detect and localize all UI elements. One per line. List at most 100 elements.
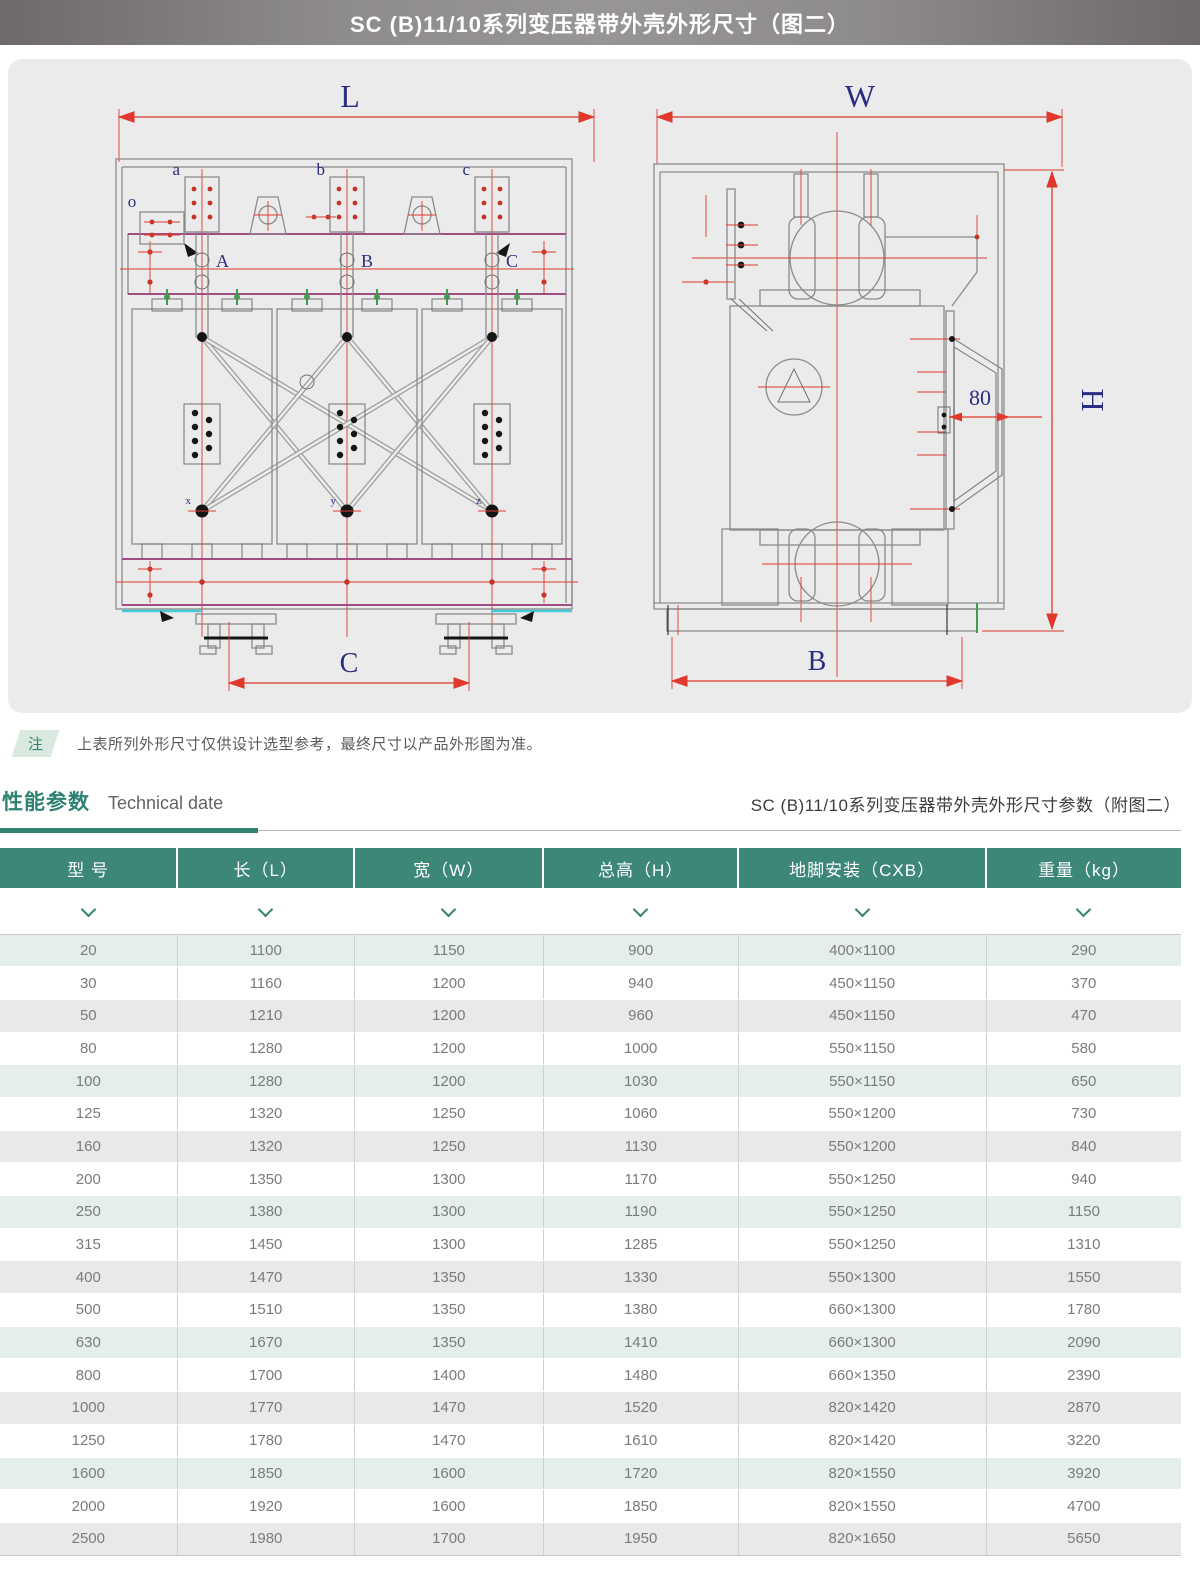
divider-line [0,830,1181,831]
label-C2: C [506,251,518,271]
label-x: x [186,495,192,507]
column-header-width: 宽（W） [354,848,545,888]
table-cell-weight: 3220 [985,1424,1181,1458]
front-view-drawing: L [115,78,596,691]
table-cell-foot: 820×1550 [737,1489,987,1523]
table-cell-foot: 550×1250 [737,1228,987,1262]
table-cell-height: 1130 [542,1130,739,1164]
table-cell-model: 2000 [0,1489,178,1523]
top-wheel-assembly [692,169,987,306]
table-cell-model: 200 [0,1162,178,1196]
dim-label-W: W [845,78,876,114]
cabinet-outline-side [653,163,1005,610]
lifting-point-symbol [758,358,830,416]
table-header-row: 型 号长（L）宽（W）总高（H）地脚安装（CXB）重量（kg） [0,848,1181,888]
dim-label-B: B [808,646,827,677]
table-cell-length: 1850 [176,1457,355,1491]
label-z: z [476,495,481,507]
table-cell-width: 1470 [353,1424,544,1458]
section-title-group: 性能参数 Technical date [0,786,223,816]
table-cell-height: 960 [542,999,739,1033]
section-title-zh: 性能参数 [2,791,90,814]
table-cell-foot: 450×1150 [737,999,987,1033]
table-cell-height: 1060 [542,1097,739,1131]
table-cell-weight: 1780 [985,1293,1181,1327]
filter-cell-model [0,888,178,934]
chevron-down-icon[interactable] [440,901,457,918]
table-cell-width: 1700 [353,1522,544,1556]
table-cell-foot: 550×1150 [737,1064,987,1098]
table-cell-foot: 550×1250 [737,1162,987,1196]
table-cell-width: 1300 [353,1228,544,1262]
table-cell-height: 1000 [542,1032,739,1066]
table-cell-model: 2500 [0,1522,178,1556]
dimension-H: H [982,169,1111,632]
chevron-down-icon[interactable] [80,901,97,918]
table-cell-model: 630 [0,1326,178,1360]
base-beam [116,558,578,622]
section-subtitle: SC (B)11/10系列变压器带外壳外形尺寸参数（附图二） [750,796,1181,815]
table-cell-length: 1350 [176,1162,355,1196]
table-cell-foot: 820×1650 [737,1522,987,1556]
column-header-model: 型 号 [0,848,179,888]
table-cell-length: 1700 [176,1358,355,1393]
table-cell-width: 1200 [353,1064,544,1098]
base-plate [654,602,1004,635]
table-cell-height: 1520 [542,1391,739,1425]
table-cell-foot: 550×1150 [737,1032,987,1066]
dim-label-C: C [340,648,359,679]
label-y: y [331,495,337,507]
bottom-wheel-assembly [721,521,949,622]
table-cell-foot: 820×1420 [737,1424,987,1458]
filter-cell-weight [986,888,1181,934]
table-cell-length: 1100 [176,933,355,968]
chevron-down-icon[interactable] [1075,901,1092,918]
dim-label-80: 80 [969,385,991,410]
table-cell-height: 1170 [542,1162,739,1196]
table-cell-weight: 370 [985,966,1181,1000]
table-cell-length: 1670 [176,1326,355,1360]
table-cell-width: 1350 [353,1260,544,1295]
note-text: 上表所列外形尺寸仅供设计选型参考，最终尺寸以产品外形图为准。 [77,735,543,753]
table-cell-model: 500 [0,1293,178,1327]
table-cell-weight: 580 [985,1032,1181,1066]
tap-panel [910,310,1003,530]
table-cell-height: 1720 [542,1457,739,1491]
table-cell-model: 1250 [0,1424,178,1458]
table-cell-weight: 2090 [985,1326,1181,1360]
table-cell-height: 940 [542,966,739,1000]
table-cell-model: 160 [0,1130,178,1164]
table-cell-width: 1250 [353,1097,544,1131]
neutral-plate [139,211,185,245]
filter-cell-foot [738,888,987,934]
table-cell-model: 30 [0,966,178,1000]
chevron-down-icon[interactable] [854,901,870,918]
table-cell-weight: 5650 [985,1522,1181,1556]
table-cell-foot: 660×1300 [737,1293,987,1327]
left-bracket-hardware [682,188,774,332]
table-cell-height: 1030 [542,1064,739,1098]
tap-terminal-blocks [183,403,511,465]
table-cell-foot: 450×1150 [737,966,987,1000]
table-cell-width: 1350 [353,1326,544,1360]
dim-label-H: H [1075,388,1111,411]
brace-joints [188,332,506,518]
chevron-down-icon[interactable] [257,901,274,918]
table-cell-length: 1980 [176,1522,355,1556]
page-header: SC (B)11/10系列变压器带外壳外形尺寸（图二） [0,0,1200,45]
column-header-height: 总高（H） [543,848,740,888]
table-cell-weight: 470 [985,999,1181,1033]
chevron-down-icon[interactable] [632,901,649,918]
table-cell-model: 1600 [0,1457,178,1491]
section-divider [0,828,1181,834]
